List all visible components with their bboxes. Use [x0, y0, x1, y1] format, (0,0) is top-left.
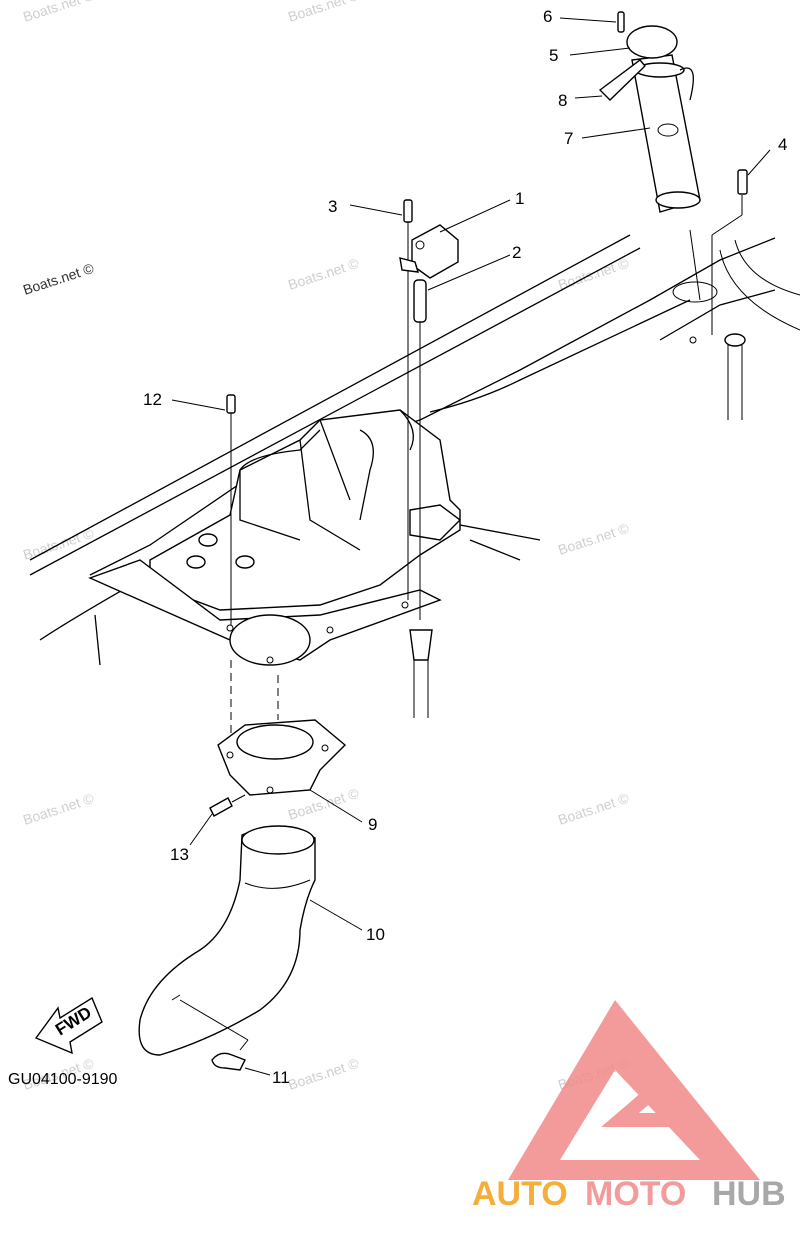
engine-cover	[149, 409, 462, 611]
part-9-flange	[217, 675, 347, 796]
logo-text-auto: AUTO	[472, 1175, 568, 1213]
watermark: Boats.net ©	[286, 0, 361, 25]
watermark: Boats.net ©	[286, 255, 361, 293]
part-7-tube	[598, 11, 701, 301]
callout-10: 10	[366, 925, 385, 944]
part-1-bracket	[399, 224, 459, 279]
callout-7: 7	[564, 129, 573, 148]
logo-text-moto: MOTO	[585, 1175, 686, 1213]
part-10-duct	[138, 825, 316, 1056]
watermark: Boats.net ©	[286, 1055, 361, 1093]
part-12-screw	[226, 394, 236, 740]
callout-2: 2	[512, 243, 521, 262]
watermark: Boats.net ©	[556, 520, 631, 558]
logo-triangle-icon	[508, 1000, 760, 1180]
callout-12: 12	[143, 390, 162, 409]
callout-6: 6	[543, 7, 552, 26]
watermark: Boats.net ©	[21, 260, 96, 298]
watermark: Boats.net ©	[21, 0, 96, 25]
callout-1: 1	[515, 189, 524, 208]
callout-labels: 1 2 3 4 5 6 7 8 9 10 11 12 13	[143, 7, 787, 1087]
watermark: Boats.net ©	[556, 790, 631, 828]
callout-13: 13	[170, 845, 189, 864]
part-13-screw	[209, 794, 246, 817]
part-2-collar	[409, 279, 433, 718]
callout-3: 3	[328, 197, 337, 216]
callout-9: 9	[368, 815, 377, 834]
leader-lines	[171, 17, 771, 1076]
part-4-screw	[711, 169, 748, 420]
callout-4: 4	[778, 135, 787, 154]
automotohub-logo: AUTO MOTO HUB	[472, 1000, 786, 1213]
drawing-code: GU04100-9190	[8, 1071, 118, 1088]
callout-11: 11	[272, 1068, 290, 1087]
mounting-plate	[88, 559, 442, 666]
callout-8: 8	[558, 91, 567, 110]
part-3-bolt	[403, 199, 413, 600]
callout-5: 5	[549, 46, 558, 65]
part-11-clamp	[179, 999, 249, 1071]
fwd-arrow-icon: FWD	[34, 996, 103, 1055]
logo-text-hub: HUB	[712, 1175, 786, 1213]
watermark: Boats.net ©	[21, 790, 96, 828]
